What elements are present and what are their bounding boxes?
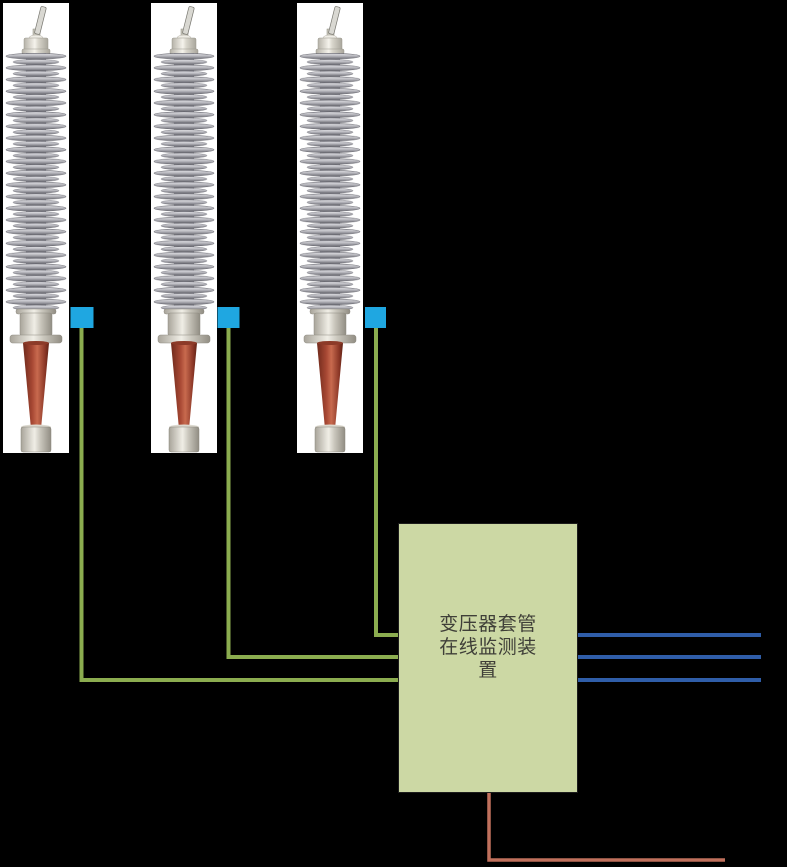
- monitoring-device-label: 变压器套管在线监测装置: [439, 613, 537, 681]
- bushing-image-card-3: [297, 3, 363, 453]
- monitoring-device-box: 变压器套管在线监测装置: [398, 523, 578, 793]
- transformer-bushing-icon: [297, 3, 363, 453]
- transformer-bushing-icon: [3, 3, 69, 453]
- sensor-signal-line: [79, 326, 398, 682]
- bushing-image-card-1: [3, 3, 69, 453]
- transformer-bushing-icon: [151, 3, 217, 453]
- bushing-sensor-icon: [365, 307, 386, 328]
- sensor-signal-line: [374, 326, 398, 637]
- power-line: [487, 793, 725, 862]
- bushing-sensor-icon: [217, 307, 240, 328]
- bushing-image-card-2: [151, 3, 217, 453]
- sensor-signal-line: [226, 326, 398, 659]
- bushing-sensor-icon: [70, 307, 94, 328]
